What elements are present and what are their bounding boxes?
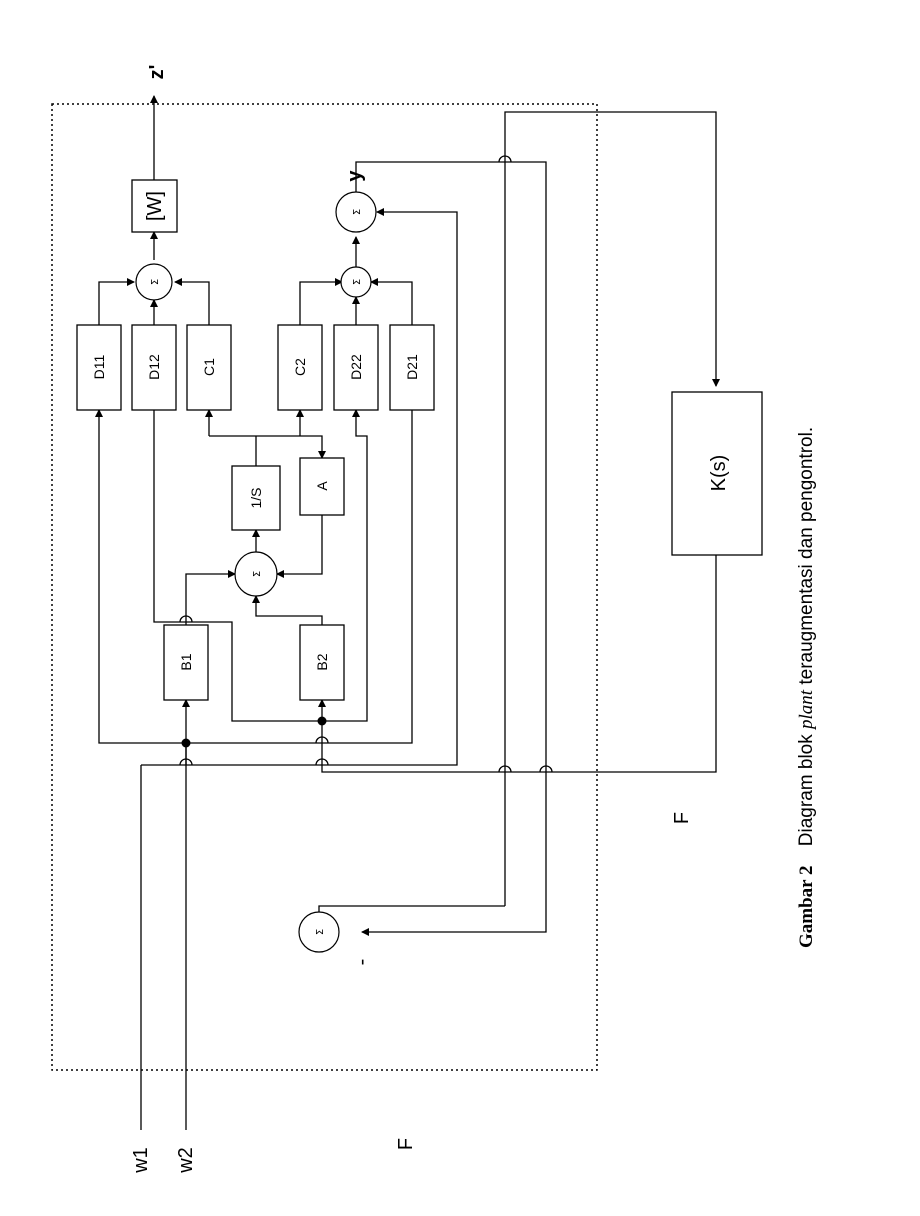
block-b1: B1 — [163, 624, 209, 701]
sum-output-z: Σ — [135, 263, 173, 301]
block-a-label: A — [314, 481, 330, 491]
sum-symbol: Σ — [315, 929, 326, 935]
block-b1-label: B1 — [178, 653, 194, 670]
block-controller: K(s) — [671, 391, 763, 556]
sum-output-y: Σ — [335, 191, 377, 233]
block-c1-label: C1 — [201, 358, 217, 376]
caption-label: Gambar 2 — [796, 865, 817, 948]
sum-symbol: Σ — [352, 209, 363, 215]
wire-crossings — [179, 155, 553, 773]
caption-text-before: Diagram blok — [796, 729, 817, 846]
signal-lines — [95, 95, 720, 1130]
signal-f-label: F — [671, 812, 693, 824]
block-d11: D11 — [76, 324, 122, 411]
signal-w1-label: w1 — [130, 1147, 152, 1174]
signal-w2-label: w2 — [175, 1147, 197, 1174]
block-d21-label: D21 — [404, 354, 420, 380]
block-d11-label: D11 — [91, 354, 107, 379]
block-c1: C1 — [186, 324, 232, 411]
block-b2-label: B2 — [314, 653, 330, 670]
caption-text-after: teraugmentasi dan pengontrol. — [796, 427, 817, 685]
block-d12-label: D12 — [146, 354, 162, 380]
signal-f-label: F — [395, 1138, 417, 1150]
block-d12: D12 — [131, 324, 177, 411]
sum-symbol: Σ — [352, 279, 363, 285]
svg-text:Gambar 2 Diagram blok: Gambar 2 Diagram blok plant teraugmentas… — [796, 427, 817, 948]
block-d21: D21 — [389, 324, 435, 411]
block-c2: C2 — [277, 324, 323, 411]
sum-state: Σ — [234, 551, 278, 597]
signal-y-label: y — [344, 170, 366, 182]
block-d22: D22 — [333, 324, 379, 411]
sum-symbol: Σ — [252, 571, 263, 577]
sum-feedback: Σ — [298, 911, 340, 953]
signal-minus-label: - — [351, 959, 373, 966]
block-a: A — [299, 457, 345, 516]
junction-dot — [181, 738, 191, 748]
block-d22-label: D22 — [348, 354, 364, 380]
caption-italic: plant — [796, 689, 817, 731]
block-b2: B2 — [299, 624, 345, 701]
sum-output-y-inner: Σ — [340, 266, 372, 298]
sum-symbol: Σ — [150, 279, 161, 285]
block-integrator-label: 1/S — [248, 487, 264, 508]
block-w-label: [W] — [144, 191, 166, 221]
signal-z-label: z' — [146, 65, 168, 80]
block-integrator: 1/S — [231, 465, 281, 531]
junction-dot — [317, 716, 327, 726]
figure-caption: Gambar 2 Diagram blok plant teraugmentas… — [796, 427, 817, 948]
block-w: [W] — [131, 179, 178, 233]
block-controller-label: K(s) — [708, 455, 730, 492]
block-c2-label: C2 — [292, 358, 308, 376]
